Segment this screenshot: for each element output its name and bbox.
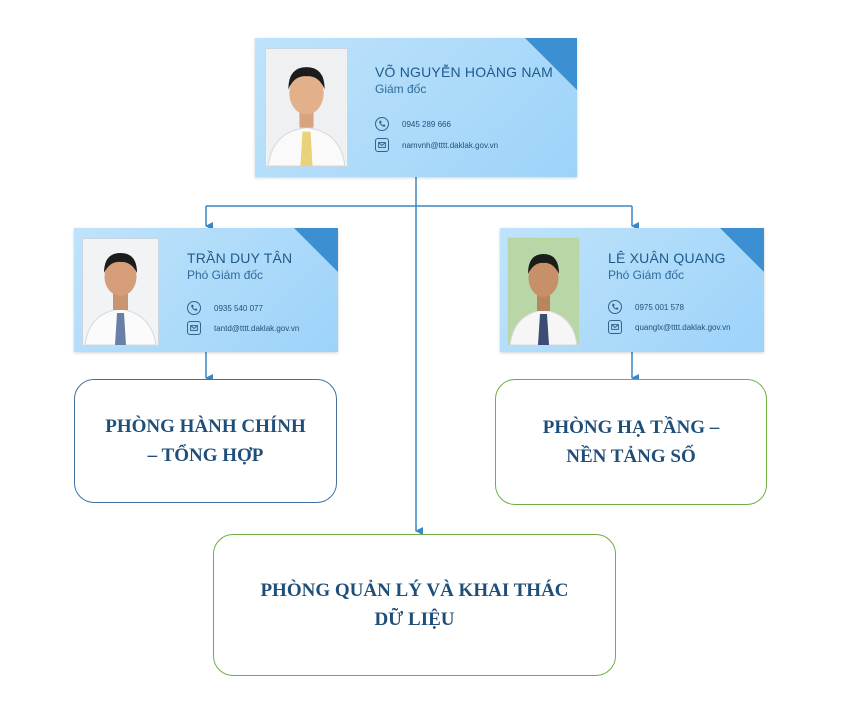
dept-infra-line1: PHÒNG HẠ TẦNG –	[542, 417, 720, 438]
deputy-right-name: LÊ XUÂN QUANG	[608, 250, 726, 266]
portrait-icon	[83, 239, 158, 345]
deputy-left-photo	[82, 238, 159, 346]
deputy-left-name: TRẦN DUY TÂN	[187, 250, 293, 266]
deputy-left-phone: 0935 540 077	[214, 303, 263, 313]
portrait-icon	[508, 238, 579, 345]
phone-icon	[608, 300, 622, 314]
director-title: Giám đốc	[375, 82, 427, 96]
phone-icon	[375, 117, 389, 131]
director-card: VÕ NGUYỄN HOÀNG NAM Giám đốc 0945 289 66…	[255, 38, 577, 177]
dept-admin-line2: – TỔNG HỢP	[147, 445, 264, 466]
director-name: VÕ NGUYỄN HOÀNG NAM	[375, 64, 554, 80]
email-icon	[608, 320, 622, 334]
phone-icon	[187, 301, 201, 315]
deputy-left-email-row: tantd@tttt.daklak.gov.vn	[187, 321, 299, 335]
dept-infra-line2: NỀN TẢNG SỐ	[566, 446, 696, 467]
email-icon	[375, 138, 389, 152]
deputy-right-phone: 0975 001 578	[635, 302, 684, 312]
director-email-row: namvnh@tttt.daklak.gov.vn	[375, 138, 498, 152]
director-phone: 0945 289 666	[402, 119, 451, 129]
dept-admin-line1: PHÒNG HÀNH CHÍNH	[105, 416, 306, 437]
card-corner-accent	[525, 38, 577, 90]
deputy-right-email-row: quanglx@tttt.daklak.gov.vn	[608, 320, 731, 334]
deputy-right-card: LÊ XUÂN QUANG Phó Giám đốc 0975 001 578 …	[500, 228, 764, 352]
director-photo	[265, 48, 348, 167]
portrait-icon	[266, 49, 347, 166]
deputy-right-title: Phó Giám đốc	[608, 268, 685, 282]
dept-data-box: PHÒNG QUẢN LÝ VÀ KHAI THÁC DỮ LIỆU	[213, 534, 616, 676]
deputy-left-email: tantd@tttt.daklak.gov.vn	[214, 323, 300, 333]
card-corner-accent	[720, 228, 764, 272]
dept-data-line2: DỮ LIỆU	[374, 609, 455, 630]
deputy-left-phone-row: 0935 540 077	[187, 301, 263, 315]
card-corner-accent	[294, 228, 338, 272]
deputy-right-email: quanglx@tttt.daklak.gov.vn	[635, 322, 731, 332]
deputy-left-title: Phó Giám đốc	[187, 268, 264, 282]
deputy-left-card: TRẦN DUY TÂN Phó Giám đốc 0935 540 077 t…	[74, 228, 338, 352]
deputy-right-phone-row: 0975 001 578	[608, 300, 684, 314]
dept-admin-box: PHÒNG HÀNH CHÍNH – TỔNG HỢP	[74, 379, 337, 503]
director-phone-row: 0945 289 666	[375, 117, 451, 131]
dept-infra-box: PHÒNG HẠ TẦNG – NỀN TẢNG SỐ	[495, 379, 767, 505]
email-icon	[187, 321, 201, 335]
director-email: namvnh@tttt.daklak.gov.vn	[402, 140, 499, 150]
deputy-right-photo	[507, 237, 580, 346]
dept-data-line1: PHÒNG QUẢN LÝ VÀ KHAI THÁC	[260, 580, 569, 601]
